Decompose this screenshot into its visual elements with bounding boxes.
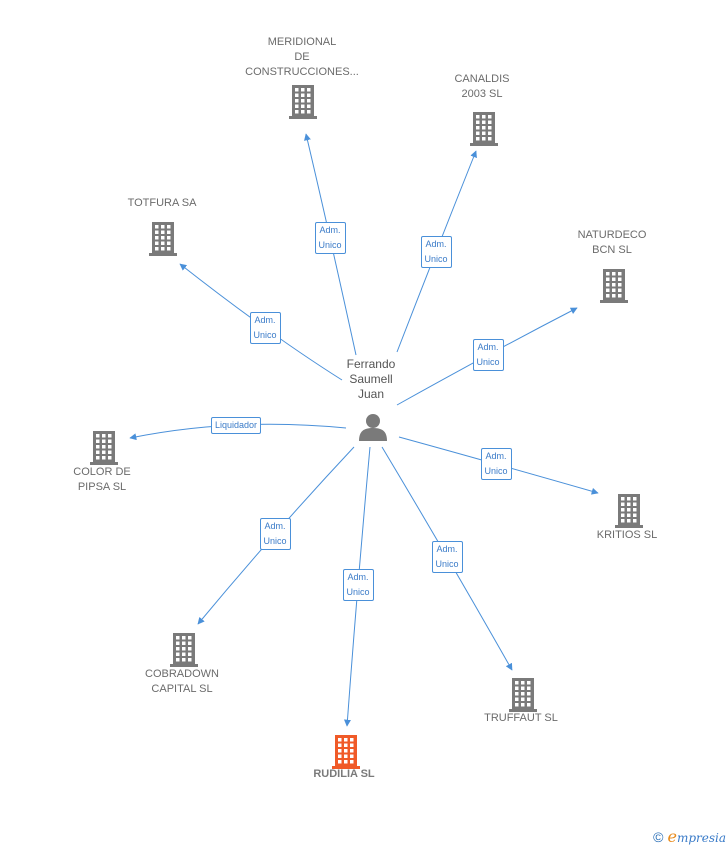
company-label-truffaut[interactable]: TRUFFAUT SL [484, 712, 558, 724]
building-icon-color-de-pipsa[interactable] [89, 431, 119, 465]
company-label-totfura[interactable]: TOTFURA SA [127, 197, 197, 209]
building-icon-kritios[interactable] [614, 494, 644, 528]
copyright-symbol: © [653, 829, 664, 845]
company-label-cobradown[interactable]: COBRADOWN CAPITAL SL [145, 668, 219, 695]
company-label-rudilia[interactable]: RUDILIA SL [313, 768, 375, 780]
building-icon-rudilia[interactable] [331, 735, 361, 769]
building-icon-totfura[interactable] [148, 222, 178, 256]
company-label-meridional[interactable]: MERIDIONAL DE CONSTRUCCIONES... [245, 36, 359, 78]
center-person-name: Ferrando Saumell Juan [346, 357, 396, 401]
edge-label-cobradown[interactable]: Adm. Unico [259, 518, 291, 550]
edge-label-rudilia[interactable]: Adm. Unico [342, 569, 374, 601]
brand-logo-rest: mpresia [676, 831, 726, 845]
company-label-canaldis[interactable]: CANALDIS 2003 SL [454, 73, 510, 100]
building-icon-truffaut[interactable] [508, 678, 538, 712]
company-label-naturdeco[interactable]: NATURDECO BCN SL [577, 229, 647, 256]
edge-label-meridional[interactable]: Adm. Unico [314, 222, 346, 254]
building-icon-naturdeco[interactable] [599, 269, 629, 303]
brand-logo-first: e [667, 827, 677, 846]
edge-label-canaldis[interactable]: Adm. Unico [420, 236, 452, 268]
company-label-kritios[interactable]: KRITIOS SL [596, 529, 658, 541]
person-icon[interactable] [358, 412, 388, 442]
edge-label-color-de-pipsa[interactable]: Liquidador [211, 416, 262, 434]
edge-label-kritios[interactable]: Adm. Unico [480, 448, 512, 480]
edge-label-truffaut[interactable]: Adm. Unico [431, 541, 463, 573]
building-icon-cobradown[interactable] [169, 633, 199, 667]
building-icon-meridional[interactable] [288, 85, 318, 119]
edge-label-totfura[interactable]: Adm. Unico [249, 312, 281, 344]
edge-label-naturdeco[interactable]: Adm. Unico [472, 339, 504, 371]
company-label-color-de-pipsa[interactable]: COLOR DE PIPSA SL [73, 466, 131, 493]
building-icon-canaldis[interactable] [469, 112, 499, 146]
footer-brand: ©empresia [653, 827, 726, 846]
